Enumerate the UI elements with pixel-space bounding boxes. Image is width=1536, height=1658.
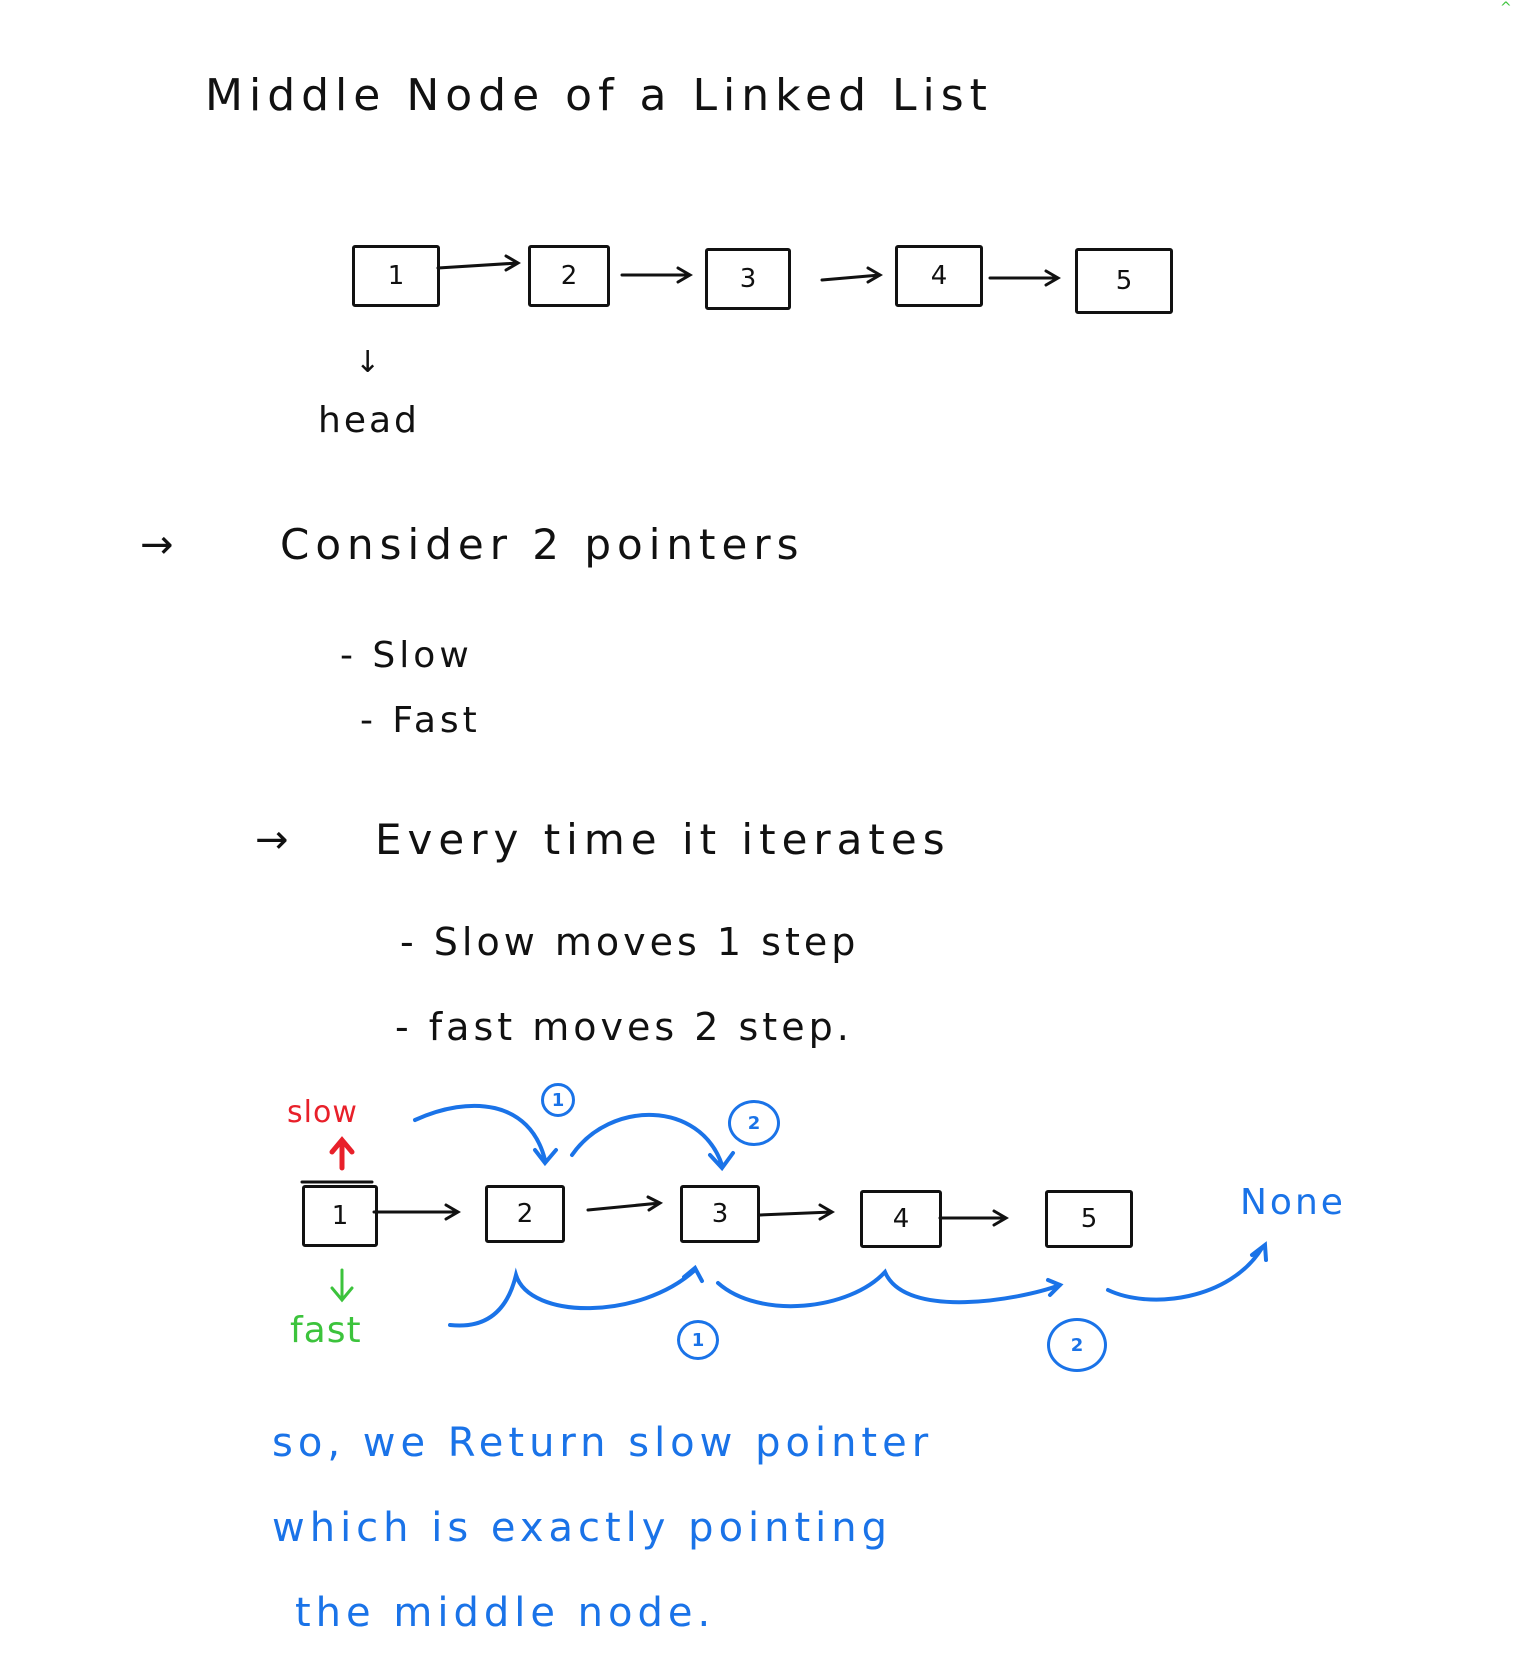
arrow-icon xyxy=(586,1195,664,1212)
bullet-arrow-icon: → xyxy=(140,522,177,568)
fast-pointer-item: - Fast xyxy=(360,700,481,741)
arrow-icon xyxy=(758,1203,835,1221)
trace-node-3: 3 xyxy=(680,1185,760,1243)
arrow-icon xyxy=(372,1203,461,1221)
conclusion-line-2: which is exactly pointing xyxy=(272,1505,893,1551)
fast-step-1-arc xyxy=(448,1264,704,1328)
slow-pointer-item: - Slow xyxy=(340,635,473,676)
conclusion-line-1: so, we Return slow pointer xyxy=(272,1420,934,1466)
head-down-arrow-icon: ↓ xyxy=(355,345,384,380)
conclusion-line-3: the middle node. xyxy=(295,1590,716,1636)
arrow-icon xyxy=(820,266,883,284)
none-label: None xyxy=(1240,1182,1346,1223)
fast-down-arrow-icon xyxy=(330,1268,354,1303)
list-node-1: 1 xyxy=(352,245,440,307)
list-node-5: 5 xyxy=(1075,248,1173,314)
slow-pointer-label: slow xyxy=(287,1095,358,1130)
arrow-icon xyxy=(620,266,693,284)
list-node-3: 3 xyxy=(705,248,791,310)
list1-arrows xyxy=(436,254,1061,287)
slow-step-badge-2: 2 xyxy=(728,1100,780,1146)
head-label: head xyxy=(318,400,420,441)
fast-to-none-arc xyxy=(1106,1241,1268,1302)
slow-up-arrow-icon xyxy=(329,1136,355,1171)
fast-move-item: - fast moves 2 step. xyxy=(395,1005,853,1049)
fast-pointer-label: fast xyxy=(290,1310,362,1351)
fast-step-2-arc xyxy=(716,1268,1064,1309)
trace-node-5: 5 xyxy=(1045,1190,1133,1248)
fast-step-badge-1: 1 xyxy=(677,1320,719,1360)
slow-move-item: - Slow moves 1 step xyxy=(400,920,860,964)
iteration-text: Every time it iterates xyxy=(375,815,951,864)
arrow-icon xyxy=(436,254,521,272)
list-node-4: 4 xyxy=(895,245,983,307)
page-title: Middle Node of a Linked List xyxy=(205,70,993,121)
fast-step-badge-2: 2 xyxy=(1047,1318,1107,1372)
arrow-icon xyxy=(938,1209,1009,1227)
list-node-2: 2 xyxy=(528,245,610,307)
trace-node-1: 1 xyxy=(302,1185,378,1247)
consider-pointers-text: Consider 2 pointers xyxy=(280,520,805,569)
arrow-icon xyxy=(988,269,1061,287)
slow-step-1-arc xyxy=(413,1103,558,1167)
bullet-arrow-icon: → xyxy=(255,817,292,863)
slow-step-2-arc xyxy=(570,1113,735,1172)
caret-up-icon: ^ xyxy=(1500,0,1512,16)
slow-step-badge-1: 1 xyxy=(541,1083,575,1117)
list2-arrows xyxy=(372,1195,1009,1227)
trace-node-2: 2 xyxy=(485,1185,565,1243)
